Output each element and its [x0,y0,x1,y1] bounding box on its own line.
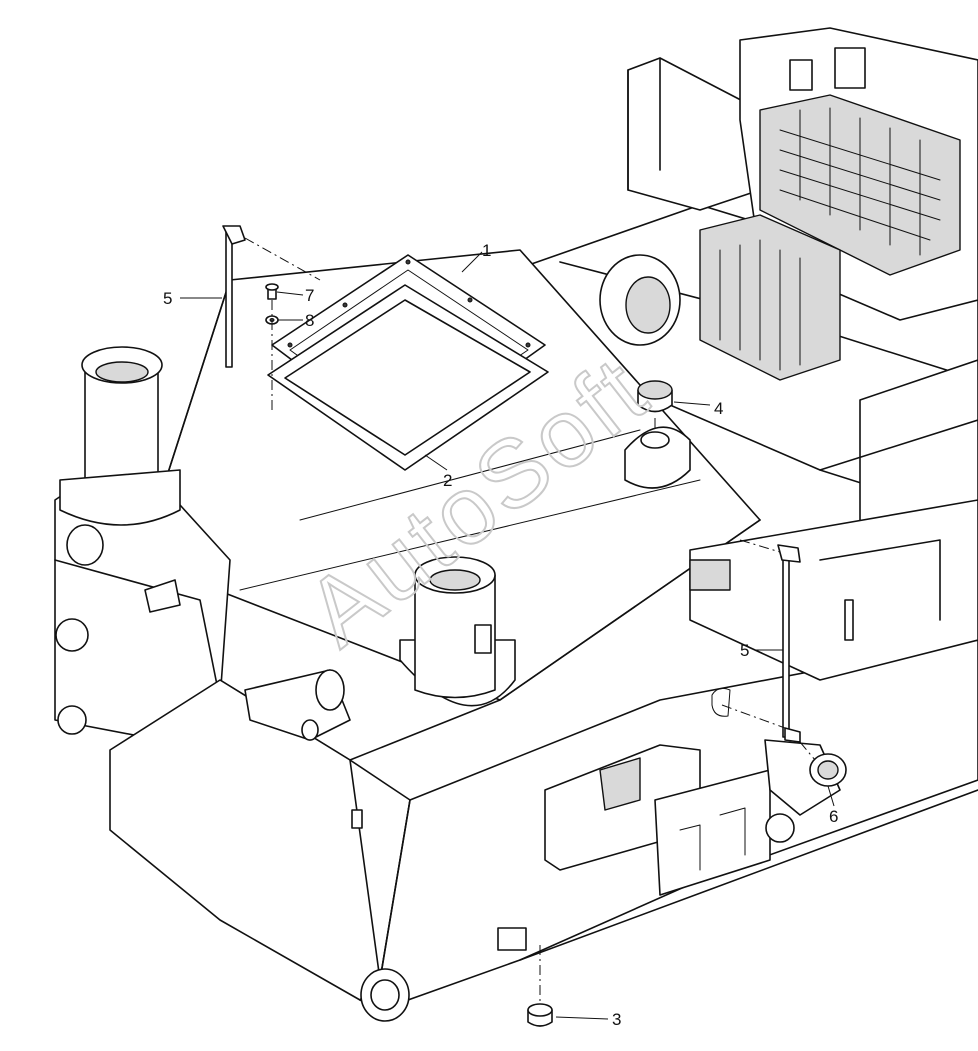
bolt-and-washer [265,283,279,410]
leader-line-1 [461,251,483,273]
side-plug-bracket [764,739,847,843]
callout-2: 2 [443,471,452,490]
callout-5-left: 5 [163,289,172,308]
callout-7: 7 [305,286,314,305]
callouts: 1 2 3 4 5 5 6 7 8 [163,241,838,1029]
callout-4: 4 [714,399,723,418]
engine-compartment [519,27,978,561]
leader-line-2 [424,454,448,471]
callout-5-right: 5 [740,641,749,660]
right-support-rod [711,539,801,743]
callout-6: 6 [829,807,838,826]
callout-3: 3 [612,1010,621,1029]
filler-cap [624,380,691,489]
leader-line-7 [276,291,304,296]
leader-line-4 [673,401,711,406]
gasket [267,284,549,471]
left-hydraulic-tower [59,346,181,526]
drain-plug [527,945,553,1027]
left-support-rod [222,225,321,368]
leader-line-6 [827,785,835,807]
callout-8: 8 [305,311,314,330]
leader-line-3 [555,1016,609,1020]
callout-1: 1 [482,241,491,260]
center-hydraulic-tower [399,556,516,707]
